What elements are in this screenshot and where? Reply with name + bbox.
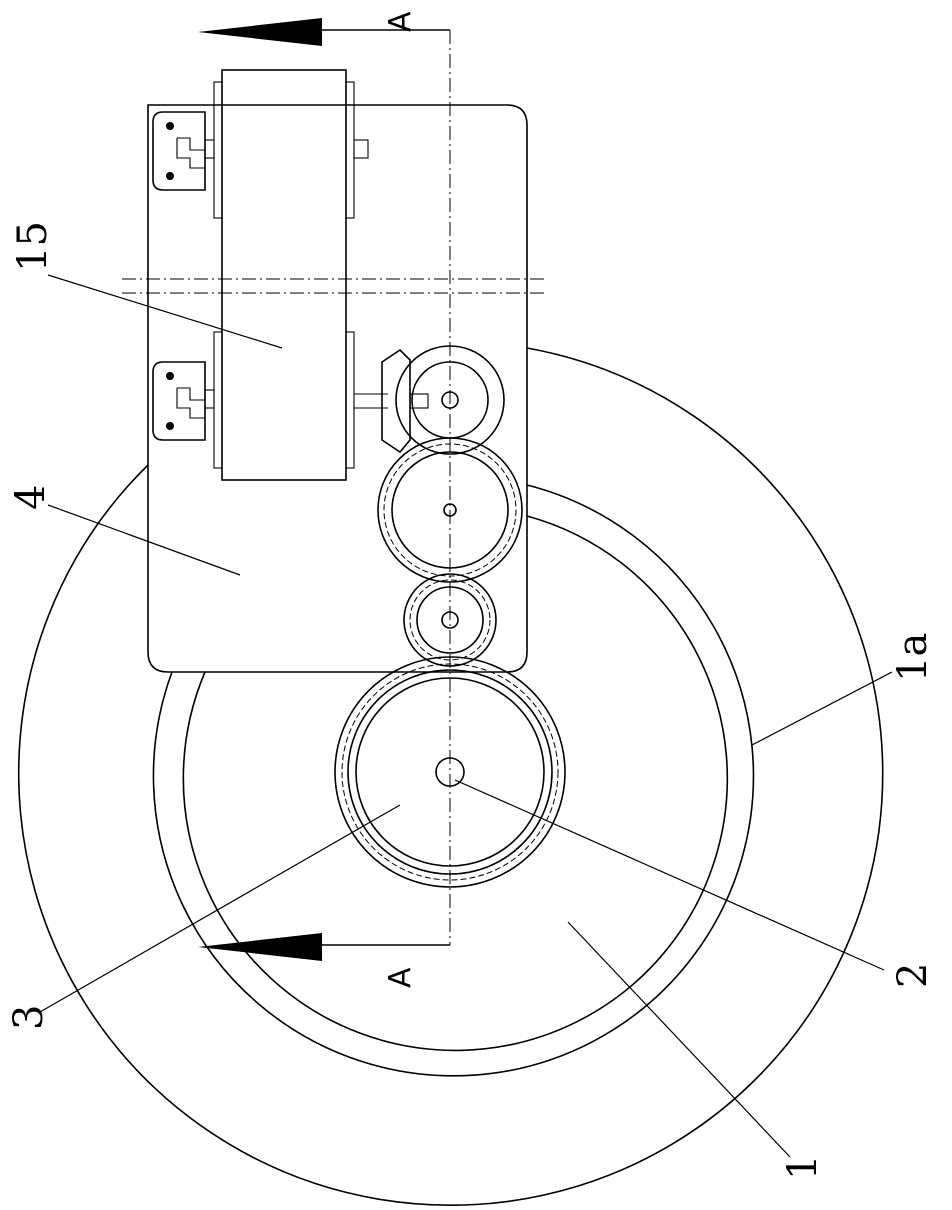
label-section-bottom: A (383, 967, 418, 988)
label-4: 4 (8, 485, 54, 510)
motor-flange-left-top (214, 82, 222, 218)
bracket-stub-top (205, 140, 214, 158)
leader-2 (455, 780, 884, 970)
bolt-icon (166, 372, 174, 380)
bolt-icon (166, 422, 174, 430)
leader-3 (40, 805, 400, 1012)
motor-flange-right-bottom (346, 332, 354, 468)
leader-1a (752, 672, 892, 745)
label-section-top: A (383, 11, 418, 32)
label-1a: 1a (890, 633, 936, 682)
leader-4 (48, 505, 240, 575)
leader-15 (48, 275, 282, 348)
section-arrow-bottom-icon (198, 933, 322, 961)
central-gear-rim (348, 670, 552, 874)
label-3: 3 (6, 1005, 52, 1030)
worm-shaft (354, 350, 428, 452)
label-15: 15 (10, 221, 56, 272)
motor-tab (354, 140, 368, 158)
motor-body (222, 70, 346, 480)
section-arrow-top-icon (198, 18, 322, 46)
leader-1 (568, 922, 790, 1157)
inner-disc (183, 516, 727, 1050)
motor-flange-left-bottom (214, 332, 222, 468)
label-1: 1 (780, 1155, 826, 1180)
motor-flange-right-top (346, 82, 354, 218)
bolt-icon (166, 122, 174, 130)
label-2: 2 (890, 963, 936, 988)
bracket-stub-bottom (205, 390, 214, 408)
mounting-clamp-top (153, 112, 205, 190)
mounting-clamp-bottom (153, 362, 205, 440)
bolt-icon (166, 172, 174, 180)
